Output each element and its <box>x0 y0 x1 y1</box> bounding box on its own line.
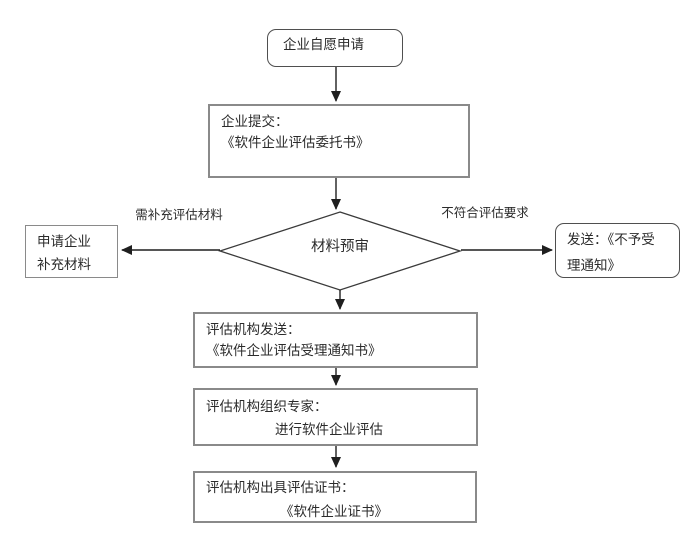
node-start: 企业自愿申请 <box>267 29 403 67</box>
node-reject: 发送：《不予受 理通知》 <box>555 223 680 278</box>
node-accept-line1: 评估机构发送： <box>206 322 301 337</box>
node-submit: 企业提交： 《软件企业评估委托书》 <box>208 104 470 178</box>
node-accept: 评估机构发送： 《软件企业评估受理通知书》 <box>193 312 478 368</box>
edge-label-not-qualified: 不符合评估要求 <box>441 206 529 220</box>
node-reject-line2: 理通知》 <box>567 258 621 273</box>
edge-label-need-supplement: 需补充评估材料 <box>135 208 223 222</box>
node-organize: 评估机构组织专家： 进行软件企业评估 <box>193 388 478 446</box>
node-organize-line1: 评估机构组织专家： <box>206 399 328 414</box>
node-accept-line2: 《软件企业评估受理通知书》 <box>206 343 382 358</box>
node-review-label: 材料预审 <box>311 239 369 255</box>
node-organize-line2: 进行软件企业评估 <box>275 422 383 437</box>
node-supplement-line1: 申请企业 <box>37 234 91 249</box>
node-start-label: 企业自愿申请 <box>283 37 364 52</box>
node-certificate-line1: 评估机构出具评估证书： <box>206 480 355 495</box>
node-submit-line2: 《软件企业评估委托书》 <box>221 134 370 150</box>
node-reject-line1: 发送：《不予受 <box>567 232 655 247</box>
node-submit-line1: 企业提交： <box>221 114 289 129</box>
node-supplement-line2: 补充材料 <box>37 257 91 272</box>
node-certificate-line2: 《软件企业证书》 <box>280 504 388 519</box>
node-certificate: 评估机构出具评估证书： 《软件企业证书》 <box>193 471 477 523</box>
node-supplement: 申请企业 补充材料 <box>25 225 118 278</box>
